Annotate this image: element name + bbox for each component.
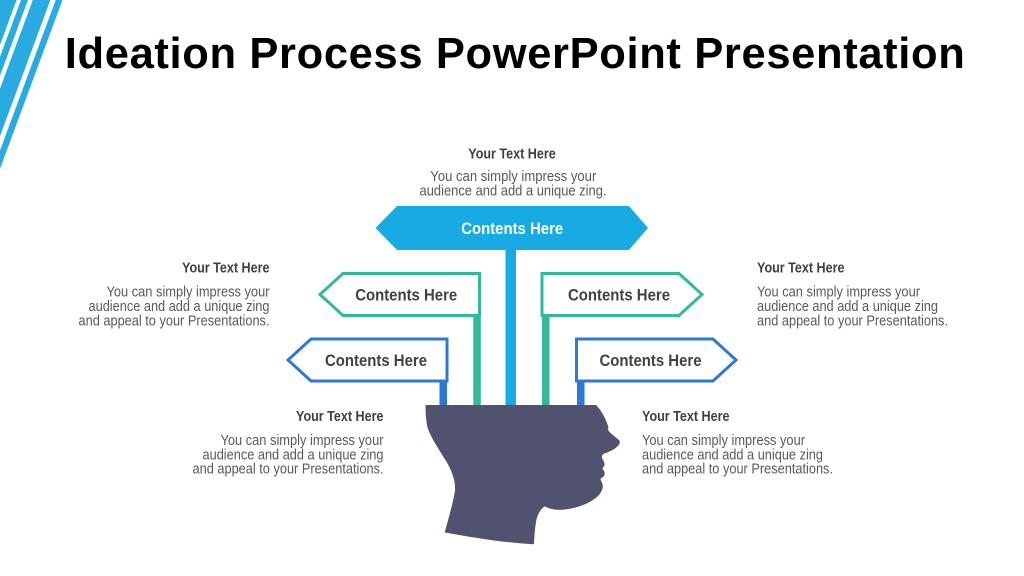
svg-text:and appeal to your Presentatio: and appeal to your Presentations. <box>757 314 948 330</box>
svg-text:Contents Here: Contents Here <box>355 286 457 304</box>
svg-text:Contents Here: Contents Here <box>568 286 670 304</box>
svg-text:audience and add a unique zing: audience and add a unique zing <box>89 299 270 315</box>
svg-text:audience and add a unique zing: audience and add a unique zing <box>203 447 384 463</box>
svg-text:audience and add a unique zing: audience and add a unique zing. <box>420 184 607 200</box>
svg-text:Ideation Process PowerPoint Pr: Ideation Process PowerPoint Presentation <box>65 30 965 78</box>
svg-text:and appeal to your Presentatio: and appeal to your Presentations. <box>193 462 384 478</box>
svg-text:Contents Here: Contents Here <box>325 352 427 370</box>
svg-text:Your Text Here: Your Text Here <box>182 261 270 277</box>
svg-text:and appeal to your Presentatio: and appeal to your Presentations. <box>79 314 270 330</box>
svg-text:audience and add a unique zing: audience and add a unique zing <box>757 299 938 315</box>
svg-text:Your Text Here: Your Text Here <box>296 409 384 425</box>
svg-text:You can simply impress your: You can simply impress your <box>757 285 920 301</box>
svg-text:audience and add a unique zing: audience and add a unique zing <box>642 447 823 463</box>
svg-text:Your Text Here: Your Text Here <box>468 146 556 162</box>
svg-text:and appeal to your Presentatio: and appeal to your Presentations. <box>642 462 833 478</box>
svg-text:Contents Here: Contents Here <box>600 352 702 370</box>
svg-text:You can simply impress your: You can simply impress your <box>221 433 384 449</box>
svg-text:You can simply impress your: You can simply impress your <box>430 169 596 185</box>
svg-text:Your Text Here: Your Text Here <box>757 261 845 277</box>
svg-text:Contents Here: Contents Here <box>461 220 563 238</box>
svg-text:You can simply impress your: You can simply impress your <box>642 433 805 449</box>
svg-text:You can simply impress your: You can simply impress your <box>107 285 270 301</box>
svg-text:Your Text Here: Your Text Here <box>642 409 730 425</box>
